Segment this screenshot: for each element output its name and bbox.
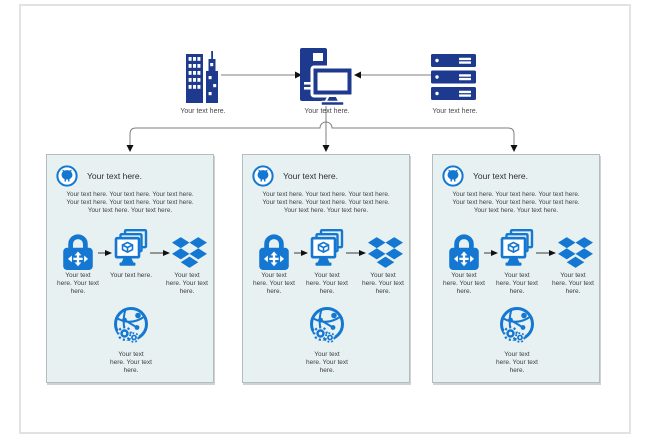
server-rack-icon bbox=[431, 54, 476, 100]
panel-title: Your text here. bbox=[283, 171, 338, 181]
globe-network-icon bbox=[111, 305, 151, 345]
footer-label: Your text here. Your text here. bbox=[306, 351, 348, 374]
footer-label: Your text here. Your text here. bbox=[110, 351, 152, 374]
vm-stack-icon bbox=[113, 229, 149, 272]
panel-title: Your text here. bbox=[87, 171, 142, 181]
step-label: Your text here. bbox=[109, 272, 153, 279]
servers-node-label: Your text here. bbox=[432, 108, 478, 115]
workstation-node-label: Your text here. bbox=[304, 108, 350, 115]
panel-header: Your text here. bbox=[56, 164, 209, 188]
vm-stack-icon bbox=[309, 229, 345, 272]
flow-arrow-connectors bbox=[484, 250, 556, 256]
flow-arrow-connectors bbox=[98, 250, 170, 256]
step-label: Your text here. Your text here. bbox=[362, 272, 404, 295]
panel-header: Your text here. bbox=[252, 164, 405, 188]
step-label: Your text here. Your text here. bbox=[552, 272, 594, 295]
lock-sync-icon bbox=[445, 233, 483, 271]
step-label: Your text here. Your text here. bbox=[166, 272, 208, 295]
step-label: Your text here. Your text here. bbox=[306, 272, 348, 295]
panel-3: Your text here. Your text here. Your tex… bbox=[432, 154, 600, 383]
step-label: Your text here. Your text here. bbox=[253, 272, 295, 295]
step-label: Your text here. Your text here. bbox=[443, 272, 485, 295]
step-label: Your text here. Your text here. bbox=[496, 272, 538, 295]
globe-network-icon bbox=[307, 305, 347, 345]
lock-sync-icon bbox=[59, 233, 97, 271]
panel-title: Your text here. bbox=[473, 171, 528, 181]
panel-1: Your text here. Your text here. Your tex… bbox=[46, 154, 214, 383]
dropbox-icon bbox=[172, 237, 207, 268]
city-buildings-icon bbox=[186, 48, 220, 103]
panel-header: Your text here. bbox=[442, 164, 595, 188]
step-label: Your text here. Your text here. bbox=[57, 272, 99, 295]
buildings-node-label: Your text here. bbox=[180, 108, 226, 115]
github-icon bbox=[442, 165, 464, 187]
panel-paragraph: Your text here. Your text here. Your tex… bbox=[262, 191, 390, 214]
panel-2: Your text here. Your text here. Your tex… bbox=[242, 154, 410, 383]
vm-stack-icon bbox=[499, 229, 535, 272]
globe-network-icon bbox=[497, 305, 537, 345]
panel-paragraph: Your text here. Your text here. Your tex… bbox=[66, 191, 194, 214]
dropbox-icon bbox=[368, 237, 403, 268]
footer-label: Your text here. Your text here. bbox=[496, 351, 538, 374]
github-icon bbox=[252, 165, 274, 187]
dropbox-icon bbox=[558, 237, 593, 268]
flow-arrow-connectors bbox=[294, 250, 366, 256]
panel-paragraph: Your text here. Your text here. Your tex… bbox=[452, 191, 580, 214]
desktop-workstation-icon bbox=[300, 48, 353, 106]
lock-sync-icon bbox=[255, 233, 293, 271]
github-icon bbox=[56, 165, 78, 187]
